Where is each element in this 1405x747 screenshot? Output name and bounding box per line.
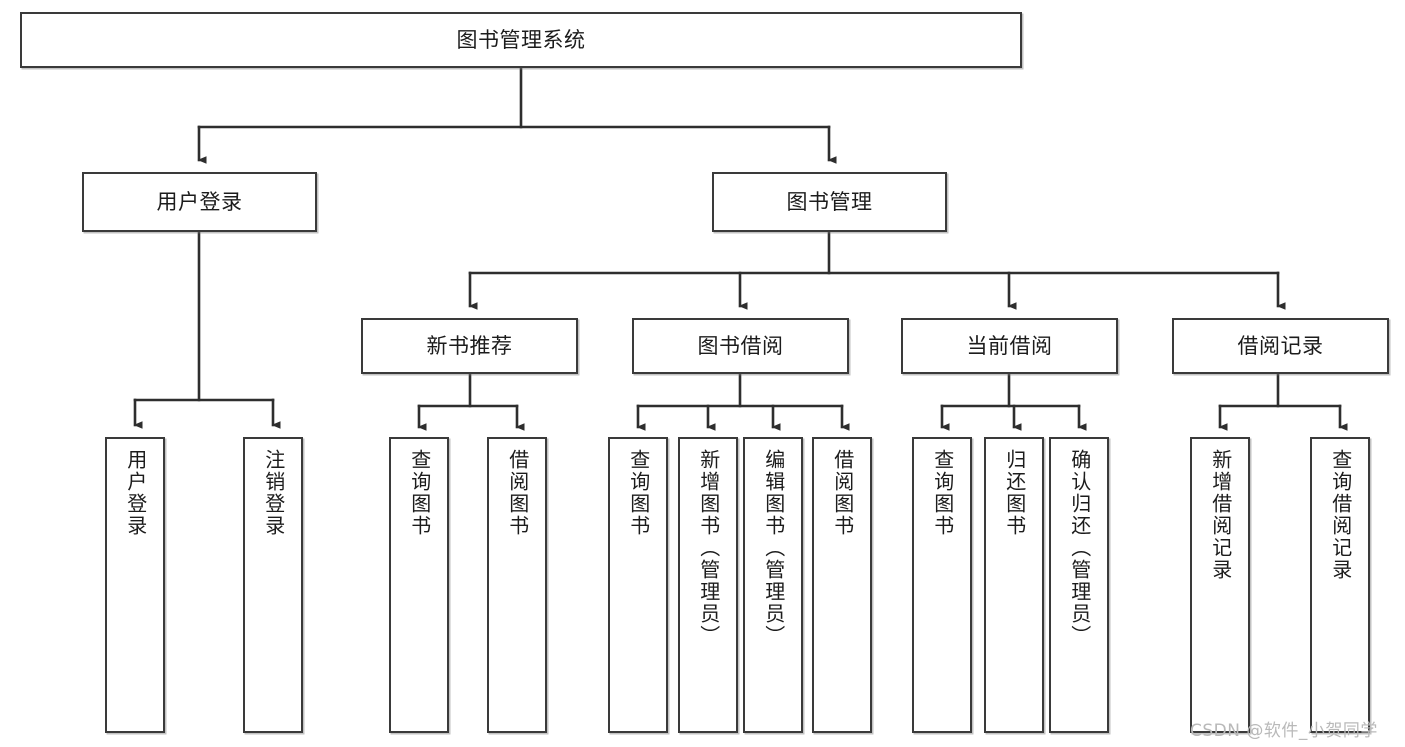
node-label: 编辑图书（管理员） — [761, 449, 786, 647]
leaf-node[interactable]: 查询借阅记录 — [1310, 437, 1370, 733]
leaf-node[interactable]: 归还图书 — [984, 437, 1044, 733]
node-label: 借阅记录 — [1237, 333, 1324, 358]
node-label: 查询借阅记录 — [1328, 449, 1353, 581]
node-label: 归还图书 — [1002, 449, 1027, 537]
node-label: 用户登录 — [156, 189, 243, 214]
node-book-management[interactable]: 图书管理 — [712, 172, 947, 232]
leaf-node[interactable]: 确认归还（管理员） — [1049, 437, 1109, 733]
leaf-node[interactable]: 新增借阅记录 — [1190, 437, 1250, 733]
leaf-node[interactable]: 查询图书 — [608, 437, 668, 733]
node-label: 查询图书 — [407, 449, 432, 537]
leaf-node[interactable]: 新增图书（管理员） — [678, 437, 738, 733]
node-user-login[interactable]: 用户登录 — [82, 172, 317, 232]
node-book-borrow[interactable]: 图书借阅 — [632, 318, 849, 374]
node-label: 用户登录 — [123, 449, 148, 537]
leaf-node[interactable]: 借阅图书 — [487, 437, 547, 733]
node-label: 确认归还（管理员） — [1067, 449, 1092, 647]
node-borrow-records[interactable]: 借阅记录 — [1172, 318, 1389, 374]
node-label: 注销登录 — [261, 449, 286, 537]
node-new-book-recommend[interactable]: 新书推荐 — [361, 318, 578, 374]
node-label: 查询图书 — [930, 449, 955, 537]
node-label: 借阅图书 — [505, 449, 530, 537]
node-root-system[interactable]: 图书管理系统 — [20, 12, 1022, 68]
node-label: 图书管理 — [786, 189, 873, 214]
node-label: 图书管理系统 — [456, 27, 586, 52]
leaf-node[interactable]: 借阅图书 — [812, 437, 872, 733]
node-label: 查询图书 — [626, 449, 651, 537]
watermark-text: CSDN @软件_小贺同学 — [1190, 721, 1378, 741]
leaf-node[interactable]: 注销登录 — [243, 437, 303, 733]
node-label: 借阅图书 — [830, 449, 855, 537]
leaf-node[interactable]: 用户登录 — [105, 437, 165, 733]
node-label: 图书借阅 — [697, 333, 784, 358]
node-current-borrow[interactable]: 当前借阅 — [901, 318, 1118, 374]
leaf-node[interactable]: 编辑图书（管理员） — [743, 437, 803, 733]
leaf-node[interactable]: 查询图书 — [912, 437, 972, 733]
node-label: 当前借阅 — [966, 333, 1053, 358]
leaf-node[interactable]: 查询图书 — [389, 437, 449, 733]
node-label: 新增图书（管理员） — [696, 449, 721, 647]
node-label: 新增借阅记录 — [1208, 449, 1233, 581]
node-label: 新书推荐 — [426, 333, 513, 358]
